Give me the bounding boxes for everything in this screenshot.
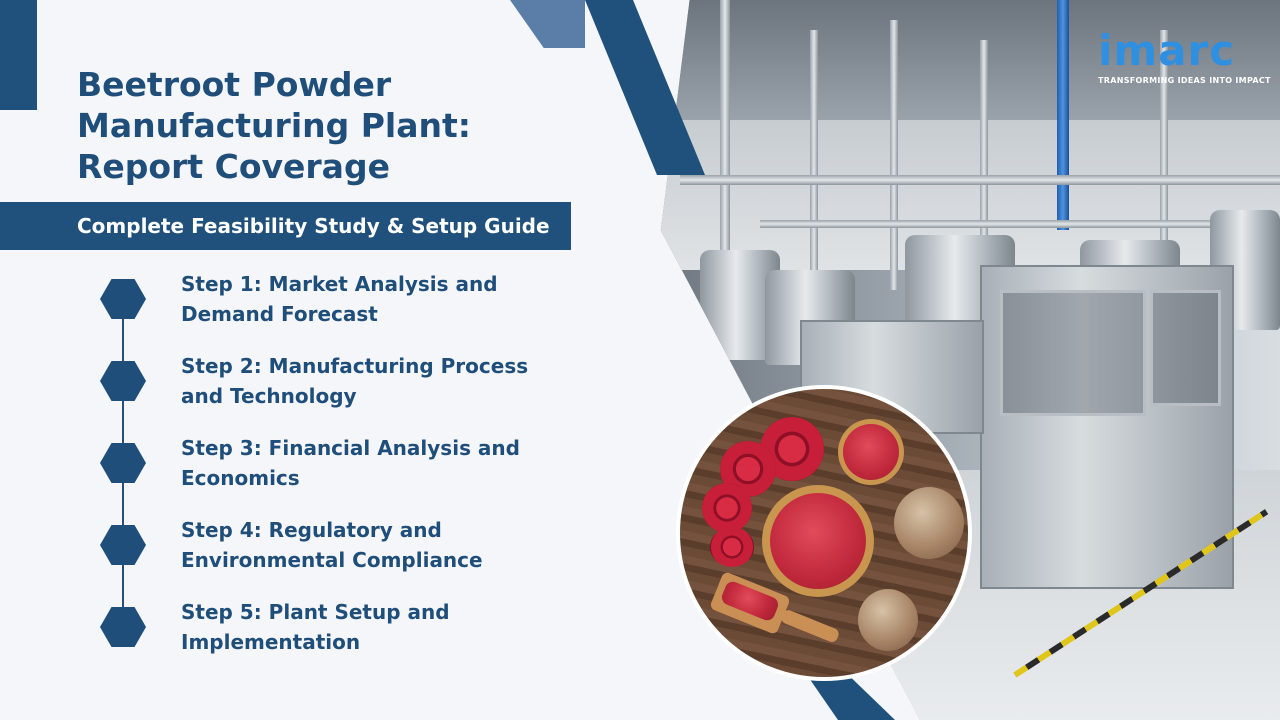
blue-pipe — [1057, 0, 1069, 230]
pipe — [810, 30, 818, 290]
step-2-hexagon-icon — [100, 361, 146, 401]
step-1-hexagon-icon — [100, 279, 146, 319]
subtitle-banner — [0, 202, 571, 250]
step-4-label: Step 4: Regulatory and Environmental Com… — [181, 518, 483, 572]
step-5-label: Step 5: Plant Setup and Implementation — [181, 600, 450, 654]
machine-window — [1000, 290, 1146, 416]
packaging-machine — [980, 265, 1234, 589]
step-3-label: Step 3: Financial Analysis and Economics — [181, 436, 520, 490]
pipe — [980, 40, 988, 270]
beetroot-powder — [843, 424, 899, 480]
step-5-hexagon-icon — [100, 607, 146, 647]
step-4-hexagon-icon — [100, 525, 146, 565]
page-title: Beetroot Powder Manufacturing Plant: Rep… — [77, 65, 471, 186]
beet-slice — [702, 483, 752, 533]
step-3-hexagon-icon — [100, 443, 146, 483]
imarc-logo: imarc TRANSFORMING IDEAS INTO IMPACT — [1098, 26, 1271, 86]
pipe — [720, 0, 730, 330]
step-1-label: Step 1: Market Analysis and Demand Forec… — [181, 272, 498, 326]
pipe — [1160, 30, 1168, 270]
diagonal-accent — [510, 0, 585, 48]
scoop-handle — [779, 608, 841, 644]
step-2-label: Step 2: Manufacturing Process and Techno… — [181, 354, 529, 408]
logo-wordmark: imarc — [1098, 26, 1236, 75]
corner-accent — [0, 0, 37, 110]
pipe — [680, 175, 1280, 185]
pipe — [890, 20, 898, 290]
photo-ceiling — [660, 0, 1280, 120]
pipe — [760, 220, 1280, 228]
whole-beet — [858, 589, 918, 651]
machine-window — [1150, 290, 1221, 406]
beetroot-powder-photo — [676, 385, 972, 681]
beet-slice — [710, 527, 754, 567]
logo-tagline: TRANSFORMING IDEAS INTO IMPACT — [1098, 76, 1271, 85]
whole-beet — [894, 487, 964, 559]
subtitle: Complete Feasibility Study & Setup Guide — [77, 214, 550, 238]
beetroot-powder — [770, 493, 866, 589]
